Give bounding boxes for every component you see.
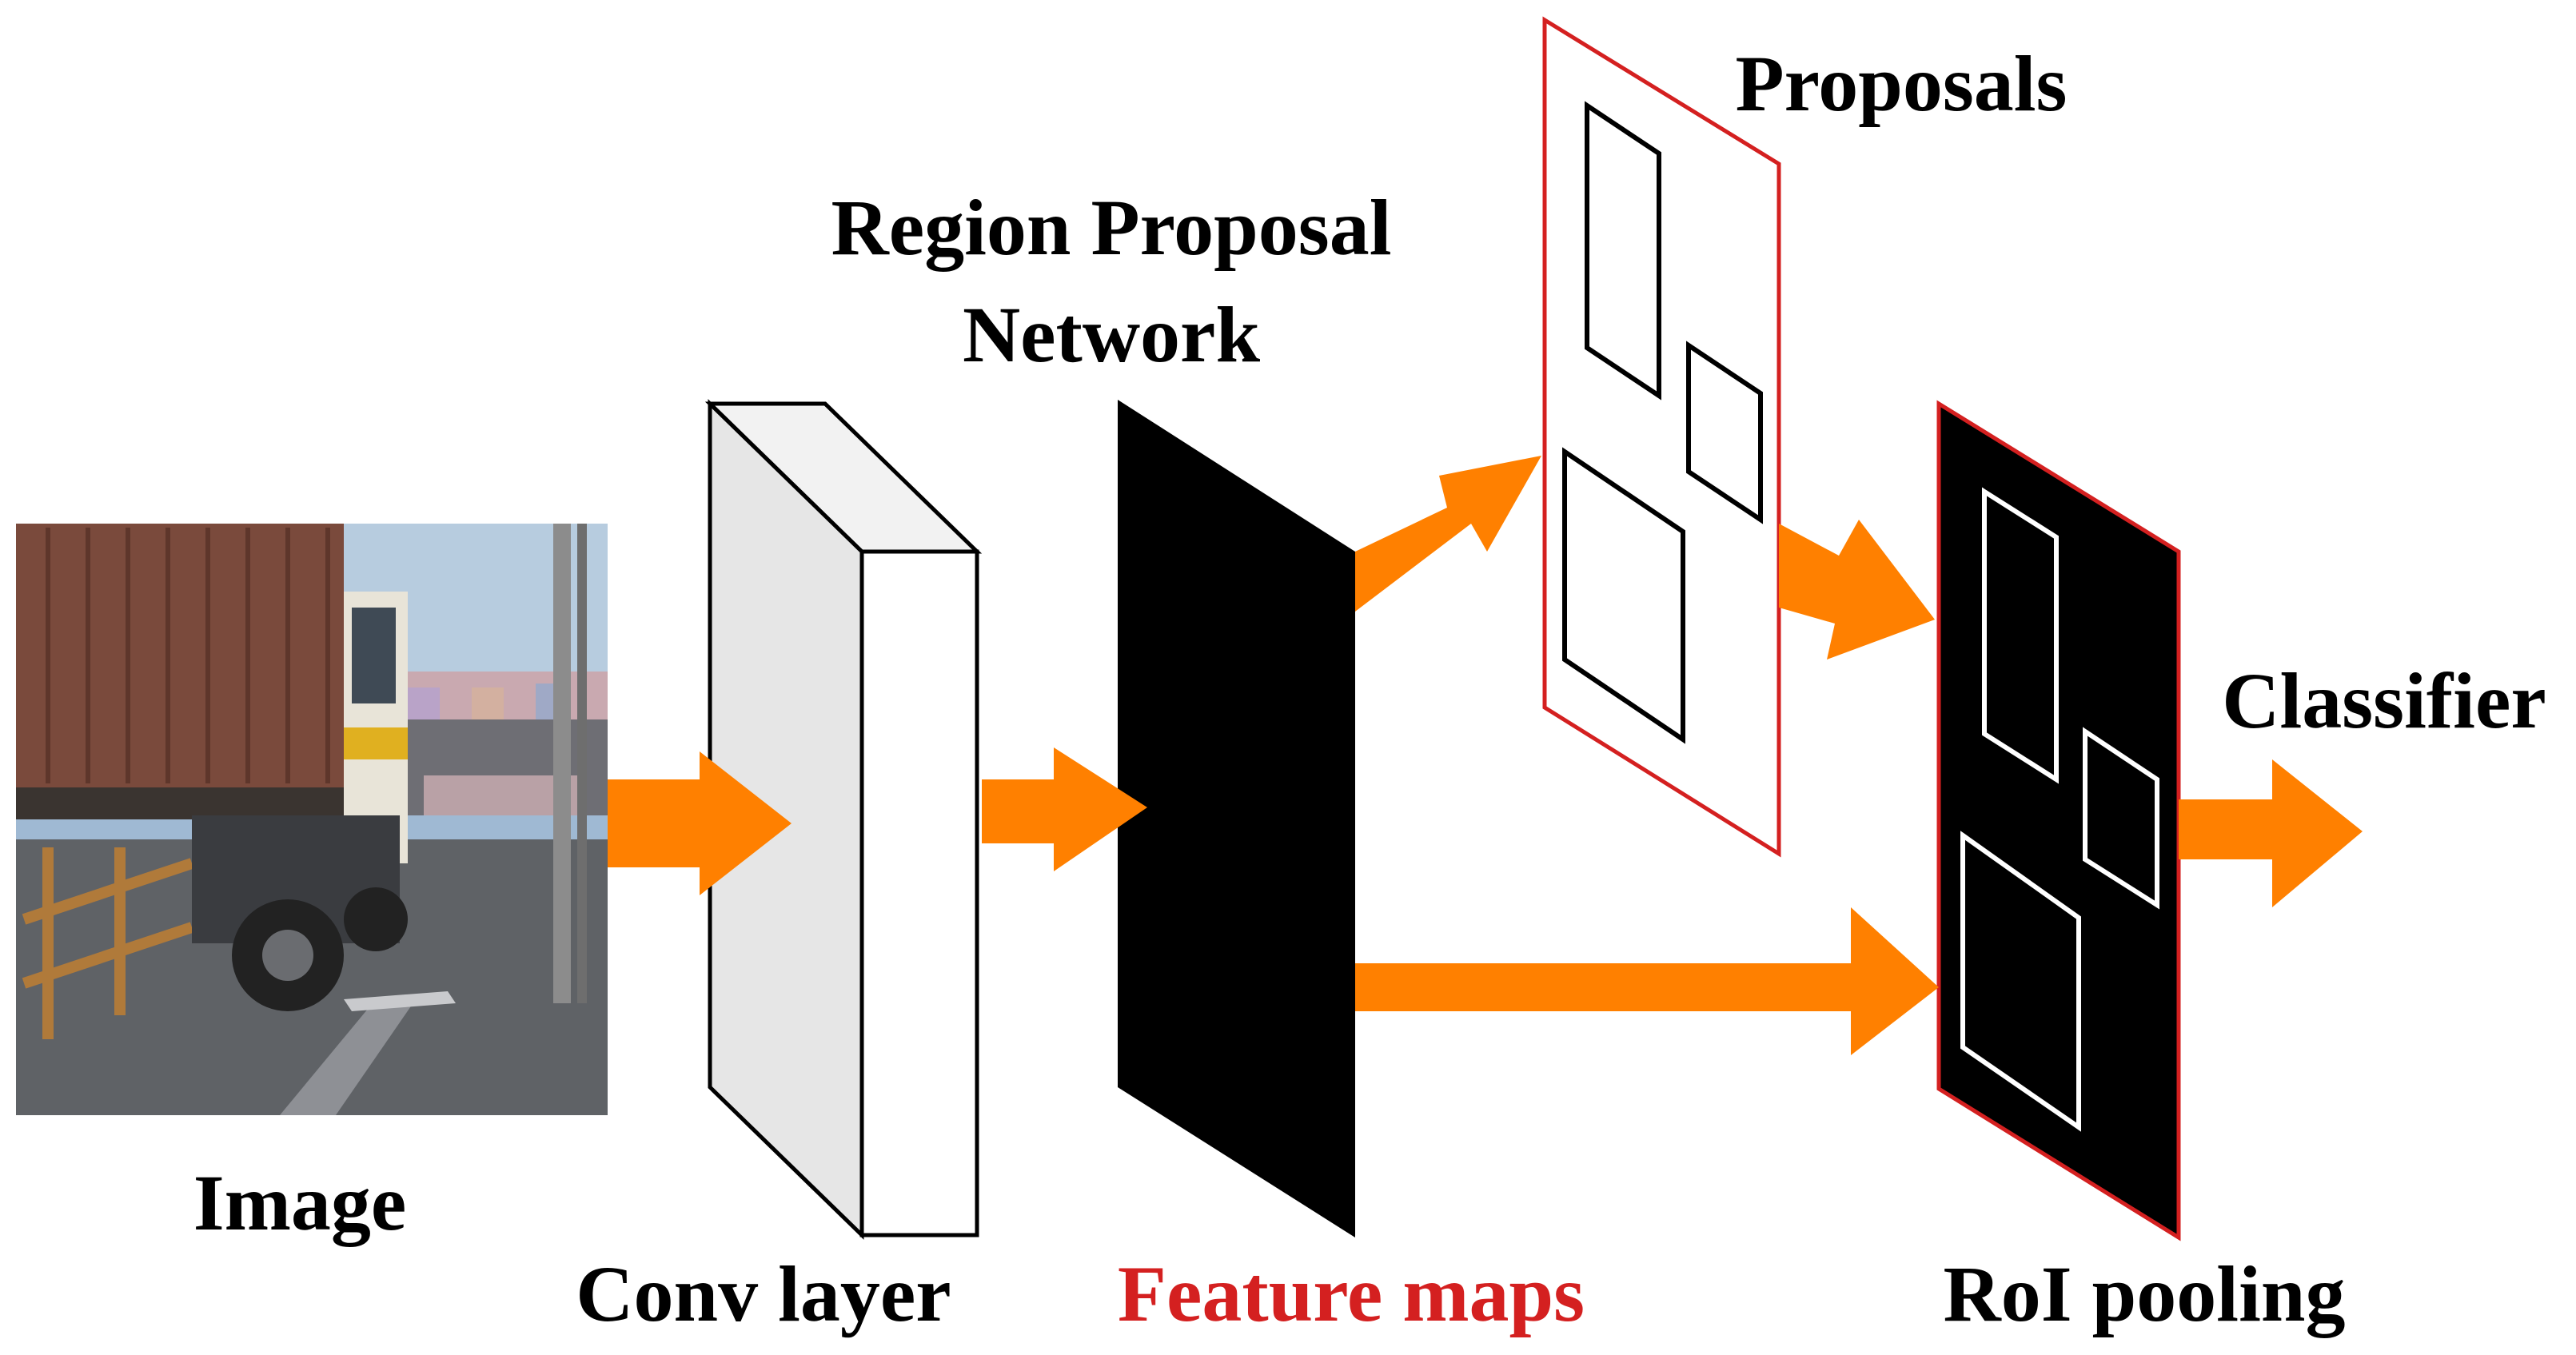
image-label: Image [193, 1158, 407, 1247]
rpn-label-line2: Network [963, 290, 1261, 379]
classifier-label: Classifier [2222, 656, 2546, 745]
proposals-panel [1542, 16, 1781, 858]
proposal-box [1686, 341, 1763, 524]
proposal-box [1562, 447, 1685, 744]
proposals-label: Proposals [1736, 39, 2068, 128]
roi-pooling-panel [1936, 400, 2181, 1241]
roi-box [2083, 727, 2159, 910]
proposal-box [1585, 101, 1661, 401]
conv-layer-label: Conv layer [576, 1249, 951, 1338]
arrow-feature-to-roi [1355, 907, 1939, 1055]
roi-box [1960, 831, 2081, 1132]
arrow-proposals-to-roi [1779, 520, 1935, 660]
roi-pooling-label: RoI pooling [1944, 1249, 2346, 1338]
arrow-roi-to-classifier [2179, 759, 2363, 907]
input-image [16, 524, 608, 1115]
arrow-image-to-conv [608, 751, 792, 895]
arrow-conv-to-feature [982, 747, 1147, 871]
arrow-feature-to-proposals [1355, 456, 1541, 612]
roi-box [1982, 487, 2059, 784]
rpn-label-line1: Region Proposal [831, 183, 1392, 272]
feature-maps-plane [1118, 400, 1355, 1237]
feature-maps-label: Feature maps [1118, 1249, 1585, 1338]
